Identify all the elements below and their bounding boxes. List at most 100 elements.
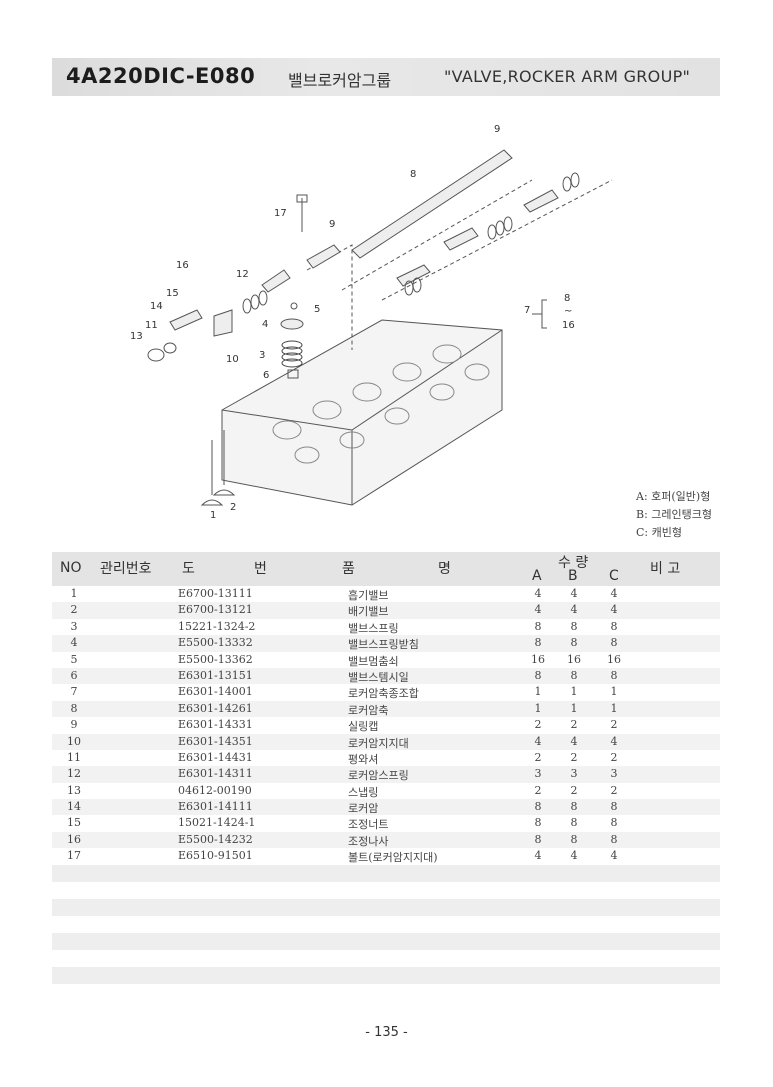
qty-a: 2 <box>534 750 542 764</box>
legend-b: B: 그레인탱크형 <box>636 508 713 521</box>
variant-legend: A: 호퍼(일반)형 B: 그레인탱크형 C: 캐빈형 <box>636 488 712 542</box>
qty-b: 8 <box>570 636 578 650</box>
qty-a: 8 <box>534 816 542 830</box>
part-name: 밸브스프링 <box>348 621 399 635</box>
col-drawing-1: 도 <box>182 561 195 577</box>
qty-a: 8 <box>534 668 542 682</box>
qty-b: 4 <box>570 734 578 748</box>
callout-13: 13 <box>130 331 143 342</box>
qty-a: 2 <box>534 718 542 732</box>
part-number: E6700-13121 <box>178 603 253 617</box>
qty-c: 2 <box>610 783 618 797</box>
qty-c: 8 <box>610 636 618 650</box>
qty-c: 4 <box>610 849 618 863</box>
col-drawing-2: 번 <box>254 561 267 577</box>
row-no: 7 <box>70 685 78 699</box>
callout-12: 12 <box>236 269 249 280</box>
qty-c: 3 <box>610 767 618 781</box>
callout-5: 5 <box>314 304 320 315</box>
col-name-2: 명 <box>438 561 451 577</box>
callout-17: 17 <box>274 208 287 219</box>
col-c: C <box>609 568 619 584</box>
qty-a: 4 <box>534 603 542 617</box>
qty-c: 4 <box>610 587 618 600</box>
part-name: 볼트(로커암지지대) <box>348 851 438 865</box>
row-no: 6 <box>70 668 78 682</box>
empty-row <box>52 864 720 882</box>
part-number: E6301-14311 <box>178 767 253 781</box>
part-number: 04612-00190 <box>178 783 252 797</box>
qty-a: 2 <box>534 783 542 797</box>
table-header: NO 관리번호 도 번 품 명 수 량 A B C 비 고 <box>52 552 720 586</box>
qty-a: 3 <box>534 767 542 781</box>
empty-row <box>52 966 720 984</box>
col-remark: 비 고 <box>650 561 681 577</box>
qty-c: 8 <box>610 816 618 830</box>
qty-a: 16 <box>531 652 545 666</box>
col-a: A <box>532 568 542 584</box>
row-no: 2 <box>70 603 78 617</box>
title-korean: 밸브로커암그룹 <box>288 71 392 90</box>
part-number: E6301-13151 <box>178 668 253 682</box>
callout-6: 6 <box>263 370 269 381</box>
callout-4: 4 <box>262 319 268 330</box>
qty-b: 1 <box>570 685 578 699</box>
part-number: E5500-13332 <box>178 636 253 650</box>
exhaust-valve <box>212 430 236 496</box>
part-number: E6301-14431 <box>178 750 253 764</box>
intake-valve <box>200 440 224 506</box>
qty-c: 4 <box>610 603 618 617</box>
rocker-shaft <box>351 149 513 259</box>
part-number: 15221-1324-2 <box>178 619 256 633</box>
qty-b: 8 <box>570 800 578 814</box>
callout-9a: 9 <box>494 124 500 135</box>
part-name: 배기밸브 <box>348 605 389 619</box>
row-no: 4 <box>70 636 78 650</box>
part-name: 조정너트 <box>348 818 389 832</box>
row-no: 16 <box>67 832 81 846</box>
callout-11: 11 <box>145 320 158 331</box>
page-header: 4A220DIC-E080 밸브로커암그룹 "VALVE,ROCKER ARM … <box>52 58 720 96</box>
part-number: E6301-14351 <box>178 734 253 748</box>
part-number: E5500-14232 <box>178 832 253 846</box>
valve-keeper <box>290 302 298 310</box>
title-english: "VALVE,ROCKER ARM GROUP" <box>444 67 691 86</box>
part-number: E6301-14001 <box>178 685 253 699</box>
col-mgmt: 관리번호 <box>100 561 152 577</box>
legend-a: A: 호퍼(일반)형 <box>636 490 711 503</box>
qty-c: 2 <box>610 750 618 764</box>
qty-a: 4 <box>534 587 542 600</box>
callout-9b: 9 <box>329 219 335 230</box>
part-name: 평와셔 <box>348 752 379 766</box>
part-name: 실링캡 <box>348 720 379 734</box>
row-no: 13 <box>67 783 81 797</box>
callout-3: 3 <box>259 350 265 361</box>
empty-row <box>52 932 720 950</box>
cylinder-head <box>221 319 503 506</box>
qty-a: 8 <box>534 636 542 650</box>
row-no: 8 <box>70 701 78 715</box>
row-no: 1 <box>70 587 78 600</box>
callout-tilde: ~ <box>564 306 572 317</box>
rocker-arm-group-right <box>396 172 580 296</box>
part-number: E6510-91501 <box>178 849 253 863</box>
part-number: 15021-1424-1 <box>178 816 256 830</box>
page-number: - 135 - <box>365 1025 408 1040</box>
qty-b: 2 <box>570 718 578 732</box>
callout-15: 15 <box>166 288 179 299</box>
callout-2: 2 <box>230 502 236 513</box>
model-code: 4A220DIC-E080 <box>66 64 256 88</box>
qty-c: 4 <box>610 734 618 748</box>
qty-a: 1 <box>534 685 542 699</box>
callout-8: 8 <box>410 169 416 180</box>
qty-c: 8 <box>610 619 618 633</box>
col-no: NO <box>60 560 82 576</box>
qty-c: 16 <box>607 652 621 666</box>
